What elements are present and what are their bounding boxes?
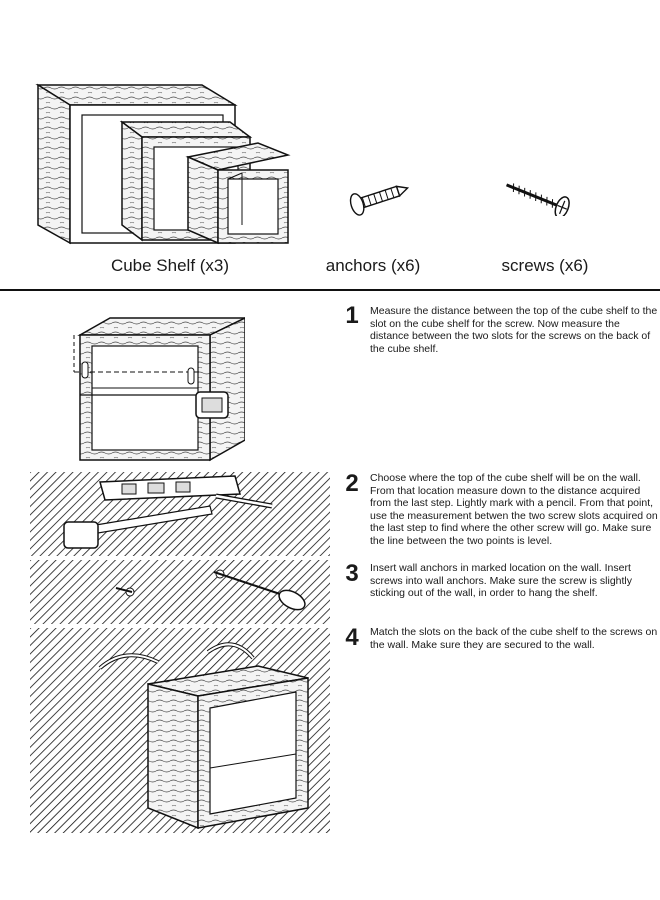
- level-icon: [99, 475, 241, 501]
- step-3-text: Insert wall anchors in marked location o…: [370, 562, 633, 600]
- step-1-measure-illustration: [73, 317, 245, 462]
- cube-shelf-quantity-label: Cube Shelf (x3): [110, 256, 230, 275]
- step-2-number: 2: [345, 470, 359, 497]
- step-1-number: 1: [345, 302, 359, 329]
- step-3-wall-illustration: [30, 560, 330, 624]
- step-2-wall-illustration: [30, 472, 330, 556]
- step-2-text: Choose where the top of the cube shelf w…: [370, 472, 658, 547]
- step-1-text: Measure the distance between the top of …: [370, 305, 658, 355]
- step-4-number: 4: [345, 624, 359, 651]
- screw-icon: [505, 183, 570, 216]
- anchors-quantity-label: anchors (x6): [325, 256, 421, 275]
- section-divider: [0, 289, 660, 291]
- step-4-text: Match the slots on the back of the cube …: [370, 626, 658, 651]
- cube-shelf-set-illustration: [35, 83, 291, 245]
- screws-quantity-label: screws (x6): [501, 256, 589, 275]
- step-4-wall-illustration: [30, 628, 330, 833]
- step-3-number: 3: [345, 560, 359, 587]
- wall-anchor-icon: [349, 185, 410, 216]
